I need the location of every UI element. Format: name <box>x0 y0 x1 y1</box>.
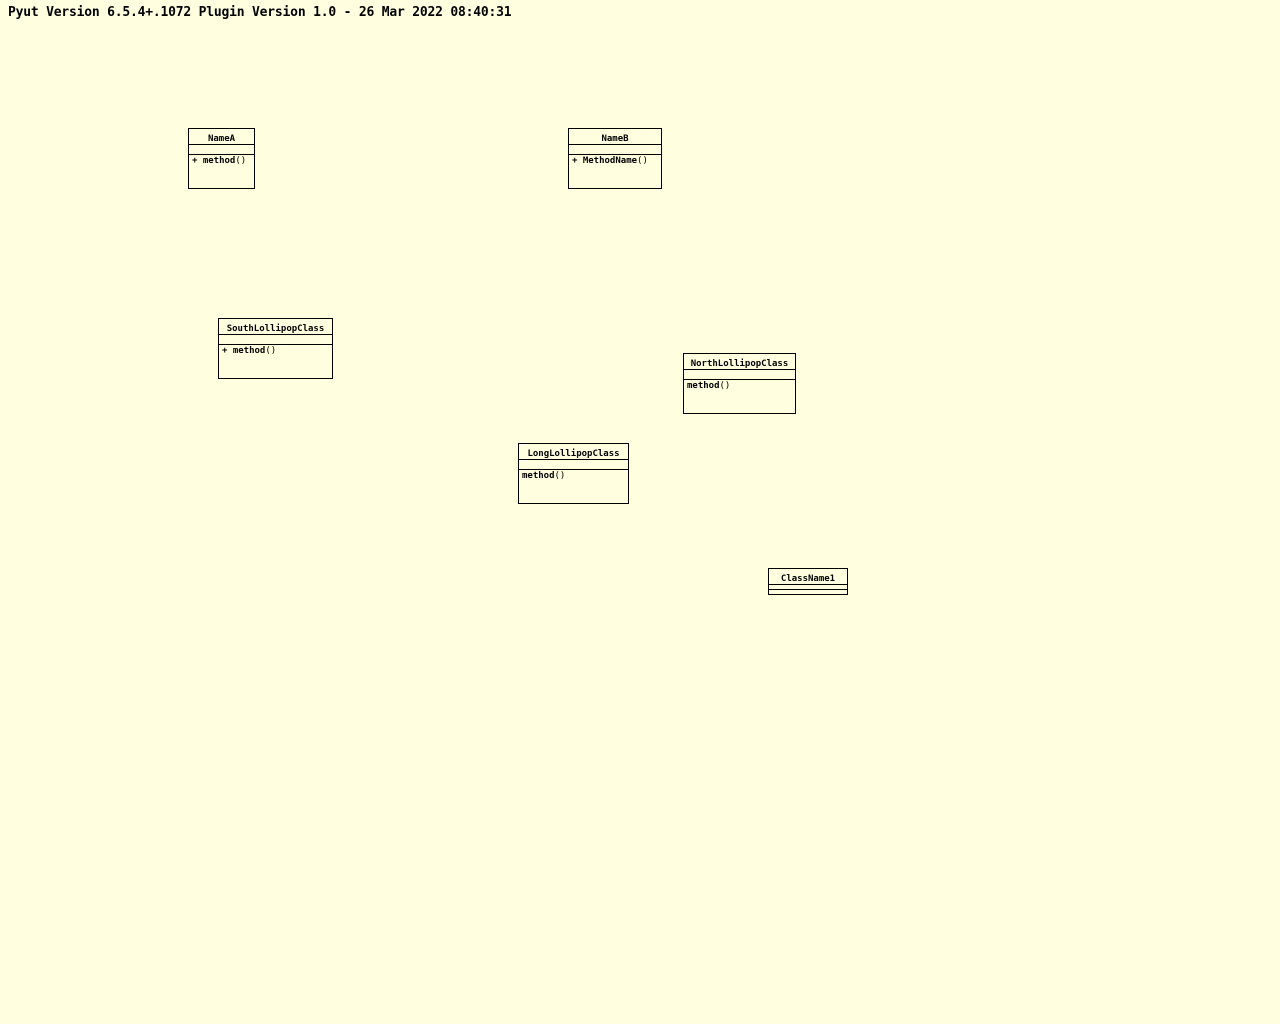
method-parens: () <box>637 156 648 166</box>
method-name: MethodName <box>582 156 638 166</box>
uml-class-southlollipopclass[interactable]: SouthLollipopClass + method() <box>218 318 333 379</box>
class-name: NorthLollipopClass <box>684 354 795 370</box>
class-methods-compartment: method() <box>519 470 628 503</box>
class-attributes-compartment <box>219 335 332 345</box>
class-name: SouthLollipopClass <box>219 319 332 335</box>
class-name: ClassName1 <box>769 569 847 585</box>
class-attributes-compartment <box>519 460 628 470</box>
class-attributes-compartment <box>769 585 847 590</box>
class-attributes-compartment <box>569 145 661 155</box>
class-attributes-compartment <box>189 145 254 155</box>
method-visibility: + <box>572 156 583 166</box>
class-name: NameA <box>189 129 254 145</box>
method-name: method <box>522 471 555 481</box>
uml-class-longlollipopclass[interactable]: LongLollipopClass method() <box>518 443 629 504</box>
class-attributes-compartment <box>684 370 795 380</box>
method-name: method <box>232 346 266 356</box>
class-name: LongLollipopClass <box>519 444 628 460</box>
method-parens: () <box>554 471 566 481</box>
uml-class-northlollipopclass[interactable]: NorthLollipopClass method() <box>683 353 796 414</box>
class-methods-compartment: + method() <box>219 345 332 378</box>
class-methods-compartment: method() <box>684 380 795 413</box>
class-methods-compartment: + MethodName() <box>569 155 661 188</box>
class-methods-compartment: + method() <box>189 155 254 188</box>
method-parens: () <box>719 381 731 391</box>
method-name: method <box>202 156 236 166</box>
class-methods-compartment <box>769 590 847 594</box>
method-parens: () <box>265 346 277 356</box>
method-parens: () <box>235 156 247 166</box>
method-visibility: + <box>222 346 233 356</box>
uml-class-classname1[interactable]: ClassName1 <box>768 568 848 595</box>
uml-class-namea[interactable]: NameA + method() <box>188 128 255 189</box>
class-name: NameB <box>569 129 661 145</box>
uml-class-nameb[interactable]: NameB + MethodName() <box>568 128 662 189</box>
method-name: method <box>687 381 720 391</box>
diagram-header: Pyut Version 6.5.4+.1072 Plugin Version … <box>8 5 512 20</box>
method-visibility: + <box>192 156 203 166</box>
